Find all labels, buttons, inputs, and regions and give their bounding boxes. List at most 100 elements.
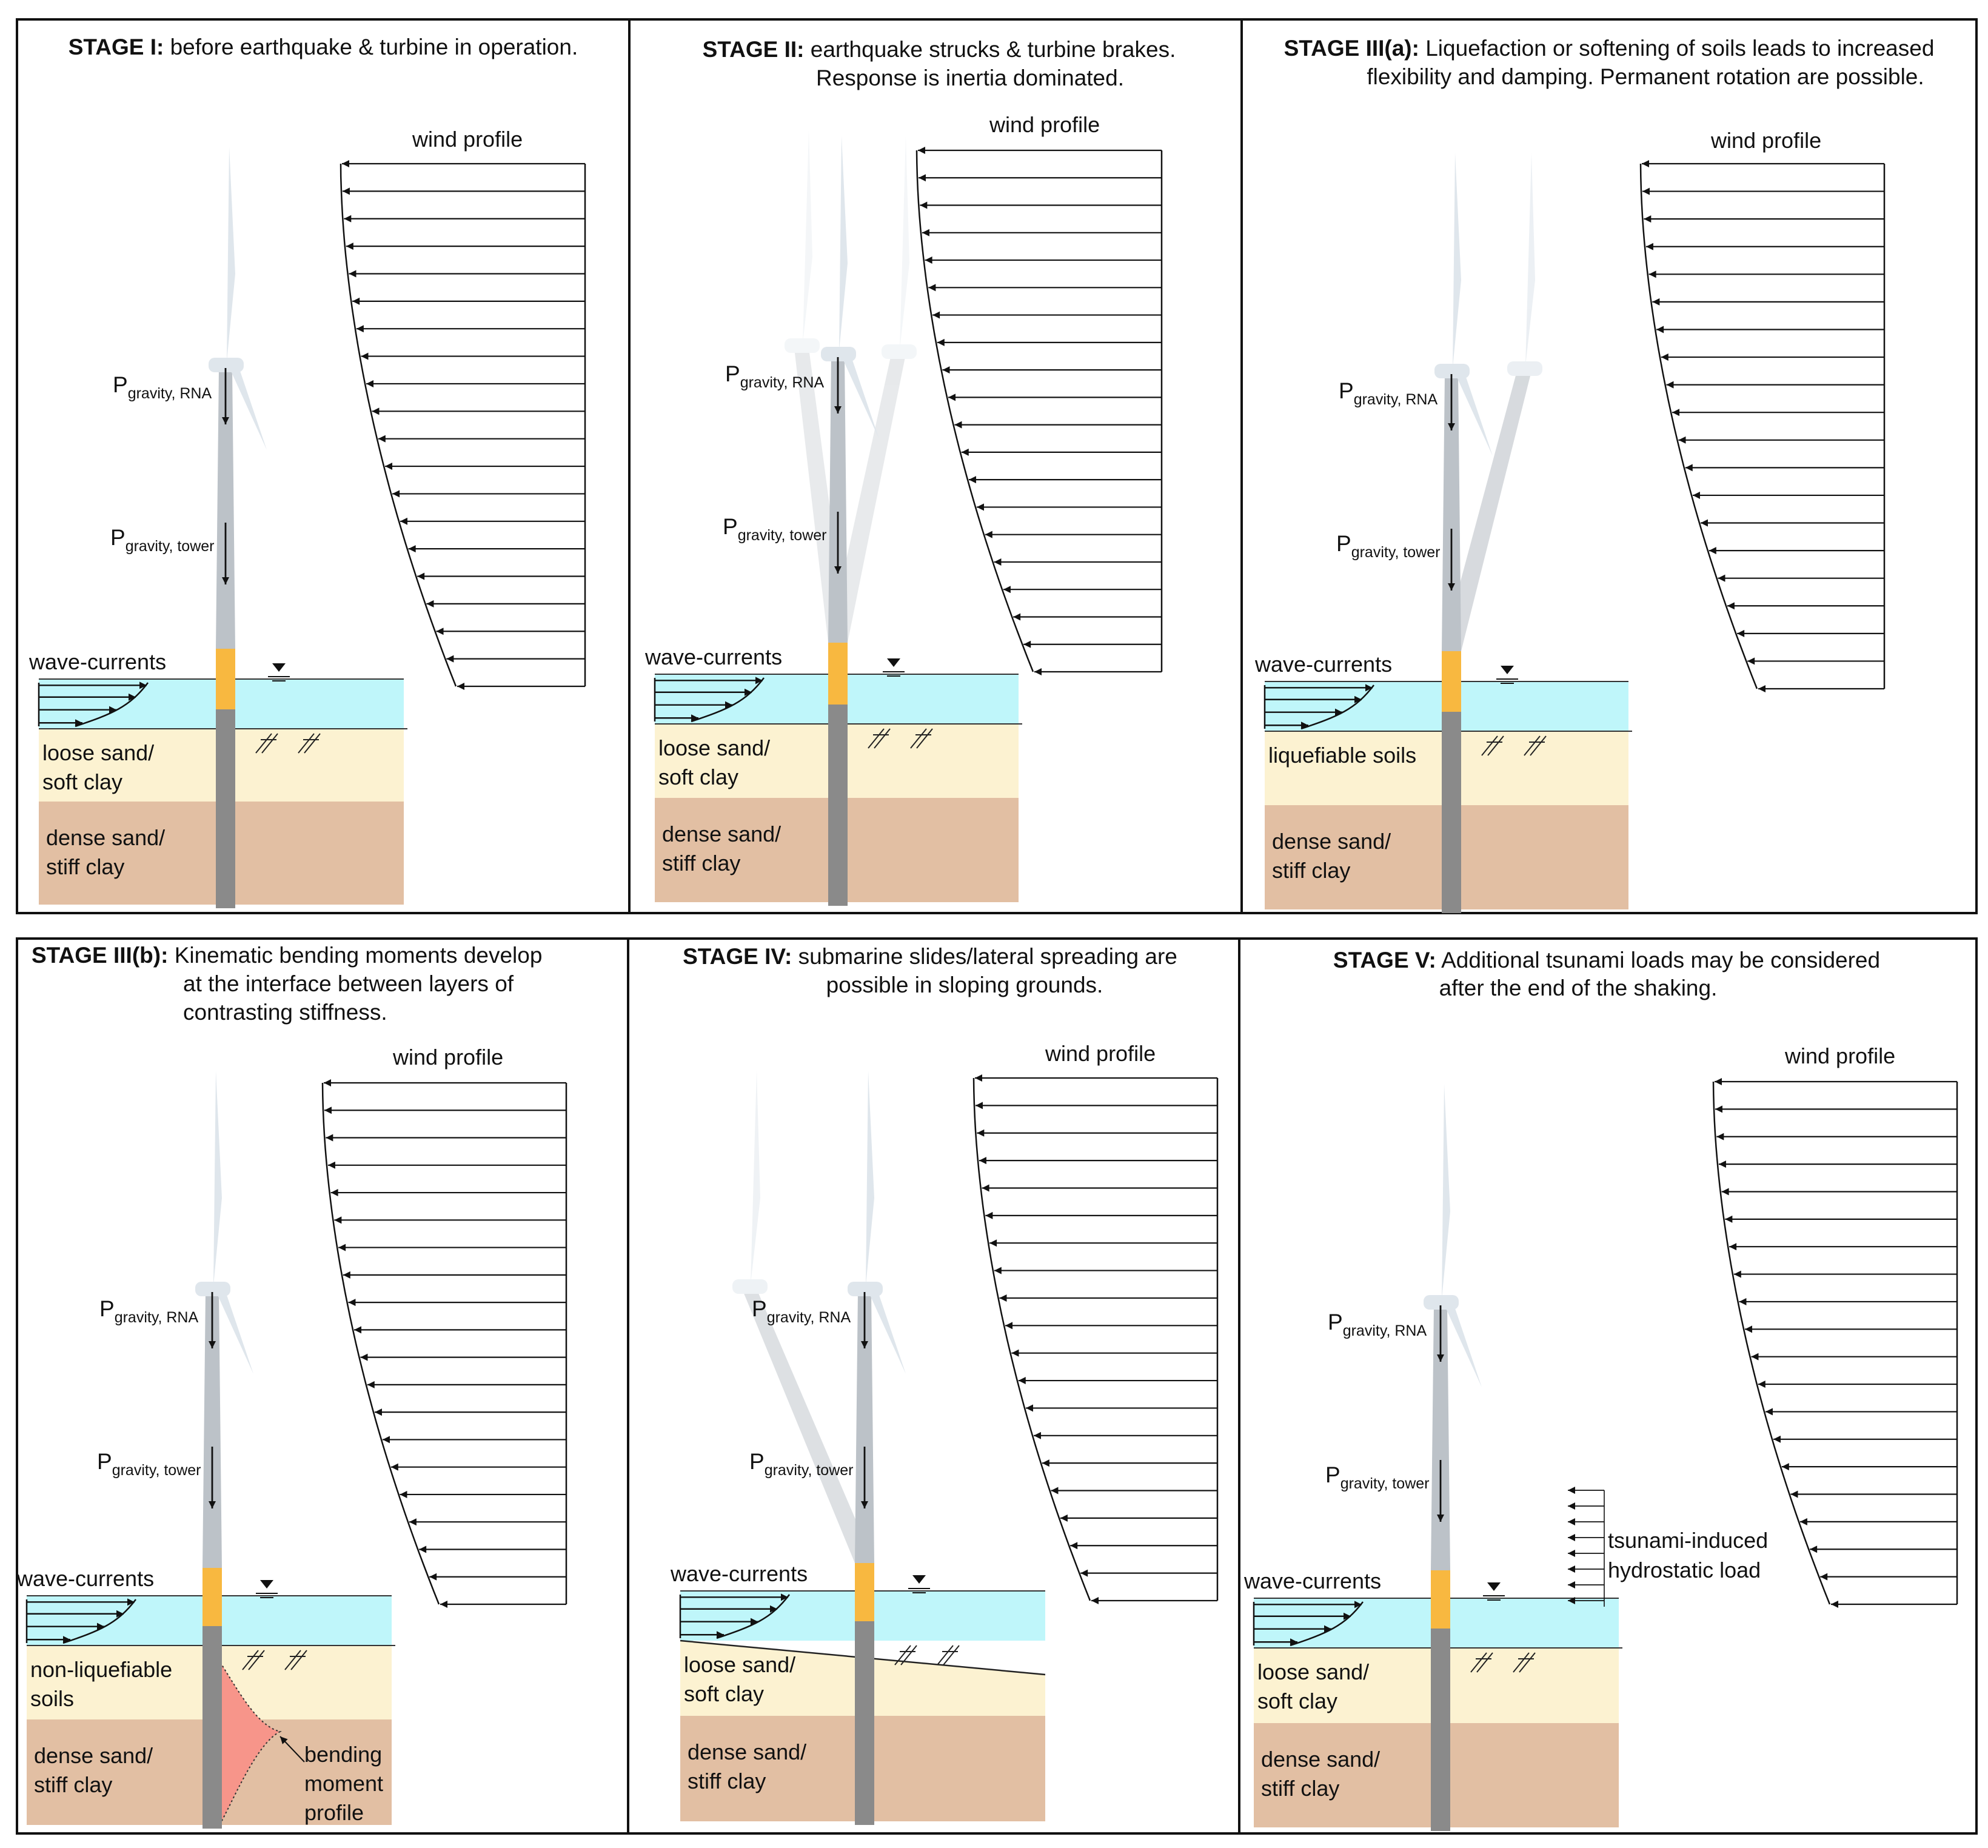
nacelle: [1424, 1295, 1459, 1310]
seabed-hatch: [284, 1650, 307, 1670]
monopile: [202, 1626, 222, 1829]
transition-piece: [216, 649, 235, 709]
soft-soil-label: soft clay: [42, 769, 122, 794]
water-level-symbol: [260, 1580, 273, 1589]
stage-1-heading: STAGE I:: [69, 35, 164, 59]
nacelle: [209, 358, 244, 372]
dense-soil-label: dense sand/: [688, 1739, 806, 1764]
ghost-turbine: [732, 1071, 874, 1563]
caption-stage-3a: STAGE III(a): Liquefaction or softening …: [1284, 36, 1935, 61]
blade: [230, 370, 267, 450]
ghost-tower: [1442, 371, 1531, 651]
tower: [202, 1292, 222, 1568]
captions: STAGE I: before earthquake & turbine in …: [32, 35, 1934, 1025]
bottom-row-frame: [16, 937, 1978, 1835]
ghost-turbine: [828, 136, 917, 643]
tsunami-label-2: hydrostatic load: [1608, 1558, 1761, 1582]
turbine: [848, 1071, 906, 1563]
transition-piece: [828, 643, 848, 705]
nacelle: [1434, 364, 1470, 378]
ghost-tower: [828, 354, 906, 643]
dense-soil-label: stiff clay: [688, 1769, 766, 1793]
caption-stage-3b-line-3: contrasting stiffness.: [183, 1000, 387, 1025]
blade: [1445, 1307, 1482, 1387]
wind-profile-envelope: [321, 1082, 440, 1605]
caption-stage-4-line-2: possible in sloping grounds.: [826, 973, 1103, 997]
gravity-rna-label: Pgravity, RNA: [752, 1296, 851, 1326]
ghost-blade: [751, 1071, 760, 1284]
blade: [213, 1071, 222, 1285]
ghost-nacelle: [1507, 361, 1542, 376]
transition-piece: [855, 1563, 874, 1621]
turbine: [1424, 1084, 1482, 1570]
wind-profile-label: wind profile: [989, 112, 1100, 137]
wind-profile-envelope: [340, 163, 457, 687]
blade: [843, 359, 879, 439]
tower: [1431, 1305, 1450, 1570]
turbine: [1434, 153, 1493, 651]
caption-stage-5: STAGE V: Additional tsunami loads may be…: [1333, 948, 1880, 973]
tower: [1442, 374, 1461, 651]
dense-soil-label: stiff clay: [34, 1772, 112, 1797]
stage-4-heading: STAGE IV:: [683, 944, 792, 969]
ghost-nacelle: [732, 1279, 768, 1294]
wave-currents-label: wave-currents: [644, 644, 782, 669]
ghost-turbine: [1442, 153, 1542, 651]
nacelle: [821, 347, 856, 361]
caption-stage-2: STAGE II: earthquake strucks & turbine b…: [703, 37, 1176, 62]
blade: [217, 1294, 253, 1374]
wind-profile-envelope: [1639, 163, 1758, 689]
seabed-hatch: [910, 728, 933, 749]
tower: [216, 368, 235, 649]
stage-5-text-1: Additional tsunami loads may be consider…: [1441, 948, 1880, 973]
nacelle: [195, 1282, 230, 1296]
dense-soil-label: stiff clay: [1272, 858, 1350, 883]
stage-2-text-1: earthquake strucks & turbine brakes.: [811, 37, 1176, 62]
blade: [1442, 1084, 1450, 1299]
wave-currents-label: wave-currents: [28, 649, 166, 674]
caption-stage-3a-line-2: flexibility and damping. Permanent rotat…: [1367, 64, 1924, 89]
dense-soil-label: dense sand/: [662, 822, 781, 846]
stage-3a-text-1: Liquefaction or softening of soils leads…: [1425, 36, 1934, 61]
soft-soil-label: loose sand/: [42, 740, 154, 765]
tower: [828, 357, 848, 643]
gravity-tower-label: Pgravity, tower: [110, 525, 215, 555]
gravity-rna-label: Pgravity, RNA: [1328, 1310, 1427, 1339]
monopile: [855, 1621, 874, 1825]
wind-profile-envelope: [972, 1077, 1091, 1601]
tsunami-label-1: tsunami-induced: [1608, 1528, 1768, 1553]
soft-soil-label: soft clay: [658, 765, 738, 789]
dense-soil-label: stiff clay: [46, 854, 124, 879]
seabed-hatch: [937, 1645, 960, 1666]
monopile: [1431, 1629, 1450, 1831]
seabed-hatch: [298, 733, 321, 754]
dense-soil-label: dense sand/: [1261, 1747, 1380, 1772]
wave-current-envelope: [75, 682, 149, 728]
caption-stage-3b-line-2: at the interface between layers of: [183, 971, 514, 996]
ghost-nacelle: [882, 344, 917, 359]
ghost-tower: [742, 1289, 874, 1563]
wave-current-envelope: [62, 1599, 136, 1644]
soft-soil-label: non-liquefiable: [30, 1657, 172, 1682]
blade: [1456, 376, 1493, 456]
soft-soil-label: liquefiable soils: [1268, 743, 1416, 768]
gravity-tower-label: Pgravity, tower: [97, 1449, 201, 1479]
bending-label-3: profile: [304, 1800, 364, 1825]
tower: [855, 1292, 874, 1563]
seabed-hatch: [1524, 735, 1547, 756]
dense-soil-label: dense sand/: [1272, 829, 1391, 854]
ghost-blade: [803, 130, 812, 343]
wave-current-envelope: [1290, 1601, 1364, 1647]
stage-4-text-1: submarine slides/lateral spreading are: [798, 944, 1177, 969]
gravity-tower-label: Pgravity, tower: [723, 514, 827, 544]
bending-moment-pointer: [279, 1736, 305, 1763]
dense-soil-label: stiff clay: [662, 851, 740, 875]
wave-current-envelope: [716, 1594, 790, 1639]
stage-3b-text-1: Kinematic bending moments develop: [175, 943, 543, 968]
gravity-tower-label: Pgravity, tower: [749, 1449, 854, 1479]
seabed-hatch: [255, 733, 278, 754]
wave-currents-label: wave-currents: [16, 1566, 154, 1591]
